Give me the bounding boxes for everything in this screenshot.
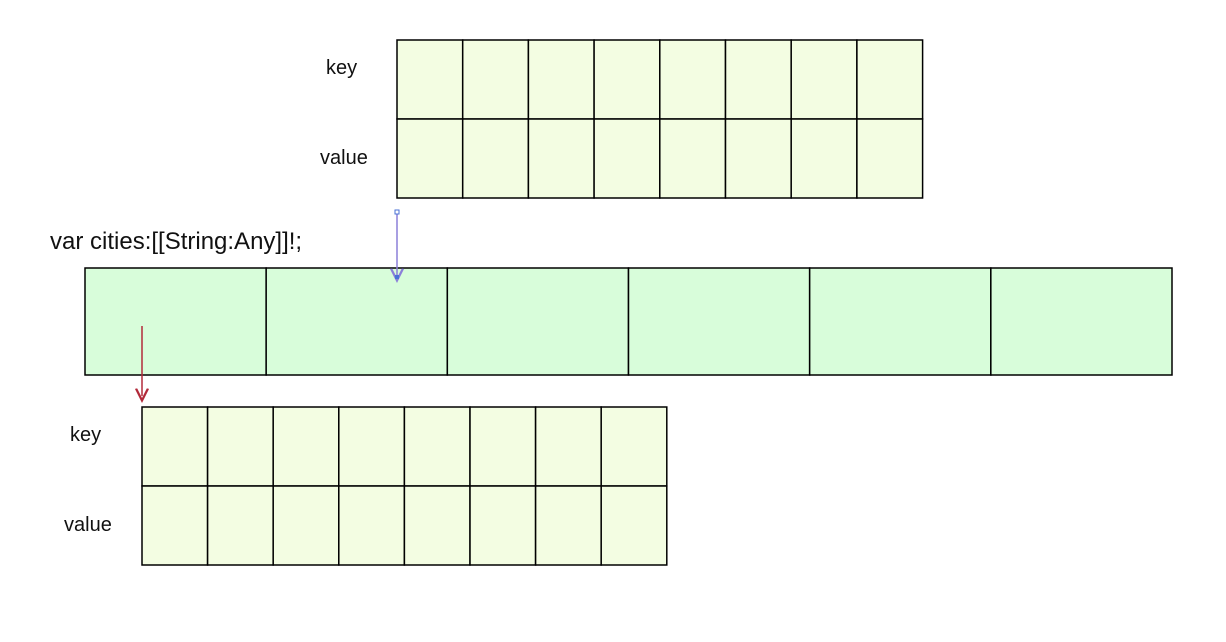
top-dict-value-cell — [724, 118, 792, 199]
bottom-dict-key-cell — [403, 406, 471, 487]
top-dict-value-cell — [396, 118, 464, 199]
top-dict-key-cell — [527, 39, 595, 120]
bottom-dict-value-cell — [403, 485, 471, 566]
connector-start-handle — [394, 209, 400, 215]
top-dict-value-cell — [593, 118, 661, 199]
top-dict-value-cell — [527, 118, 595, 199]
array-cell — [446, 267, 630, 376]
top-dict-key-cell — [724, 39, 792, 120]
array-cell — [808, 267, 992, 376]
bottom-dict-value-cell — [338, 485, 406, 566]
bottom-dict-key-cell — [600, 406, 668, 487]
bottom-key-label: key — [70, 424, 102, 446]
bottom-dict-key-cell — [141, 406, 209, 487]
bottom-dict-value-cell — [469, 485, 537, 566]
declaration-text: var cities:[[String:Any]]!; — [50, 228, 303, 255]
top-key-label: key — [326, 57, 358, 79]
bottom-dict-key-cell — [206, 406, 274, 487]
bottom-dict-key-cell — [338, 406, 406, 487]
top-dict-key-cell — [396, 39, 464, 120]
top-dict-value-cell — [659, 118, 727, 199]
array-cell — [84, 267, 267, 376]
top-dict-key-cell — [856, 39, 924, 120]
bottom-dict-key-cell — [272, 406, 340, 487]
bottom-dictionary-grid — [141, 406, 668, 566]
top-dict-key-cell — [659, 39, 727, 120]
array-row — [84, 267, 1173, 376]
connectors — [142, 209, 400, 396]
top-dict-key-cell — [593, 39, 661, 120]
bottom-dict-value-cell — [141, 485, 209, 566]
top-dict-key-cell — [461, 39, 530, 120]
bottom-dict-value-cell — [206, 485, 274, 566]
top-value-label: value — [320, 147, 368, 169]
array-cell — [990, 267, 1173, 376]
bottom-dict-value-cell — [600, 485, 668, 566]
bottom-dict-key-cell — [469, 406, 537, 487]
connector-end-handle — [395, 275, 399, 279]
top-dict-value-cell — [790, 118, 858, 199]
array-cell — [627, 267, 811, 376]
top-dict-value-cell — [461, 118, 530, 199]
top-dict-key-cell — [790, 39, 858, 120]
top-dictionary-grid — [396, 39, 924, 199]
bottom-dict-value-cell — [272, 485, 340, 566]
top-dict-value-cell — [856, 118, 924, 199]
bottom-dict-value-cell — [534, 485, 602, 566]
bottom-value-label: value — [64, 514, 112, 536]
bottom-dict-key-cell — [534, 406, 602, 487]
array-cell — [265, 267, 449, 376]
